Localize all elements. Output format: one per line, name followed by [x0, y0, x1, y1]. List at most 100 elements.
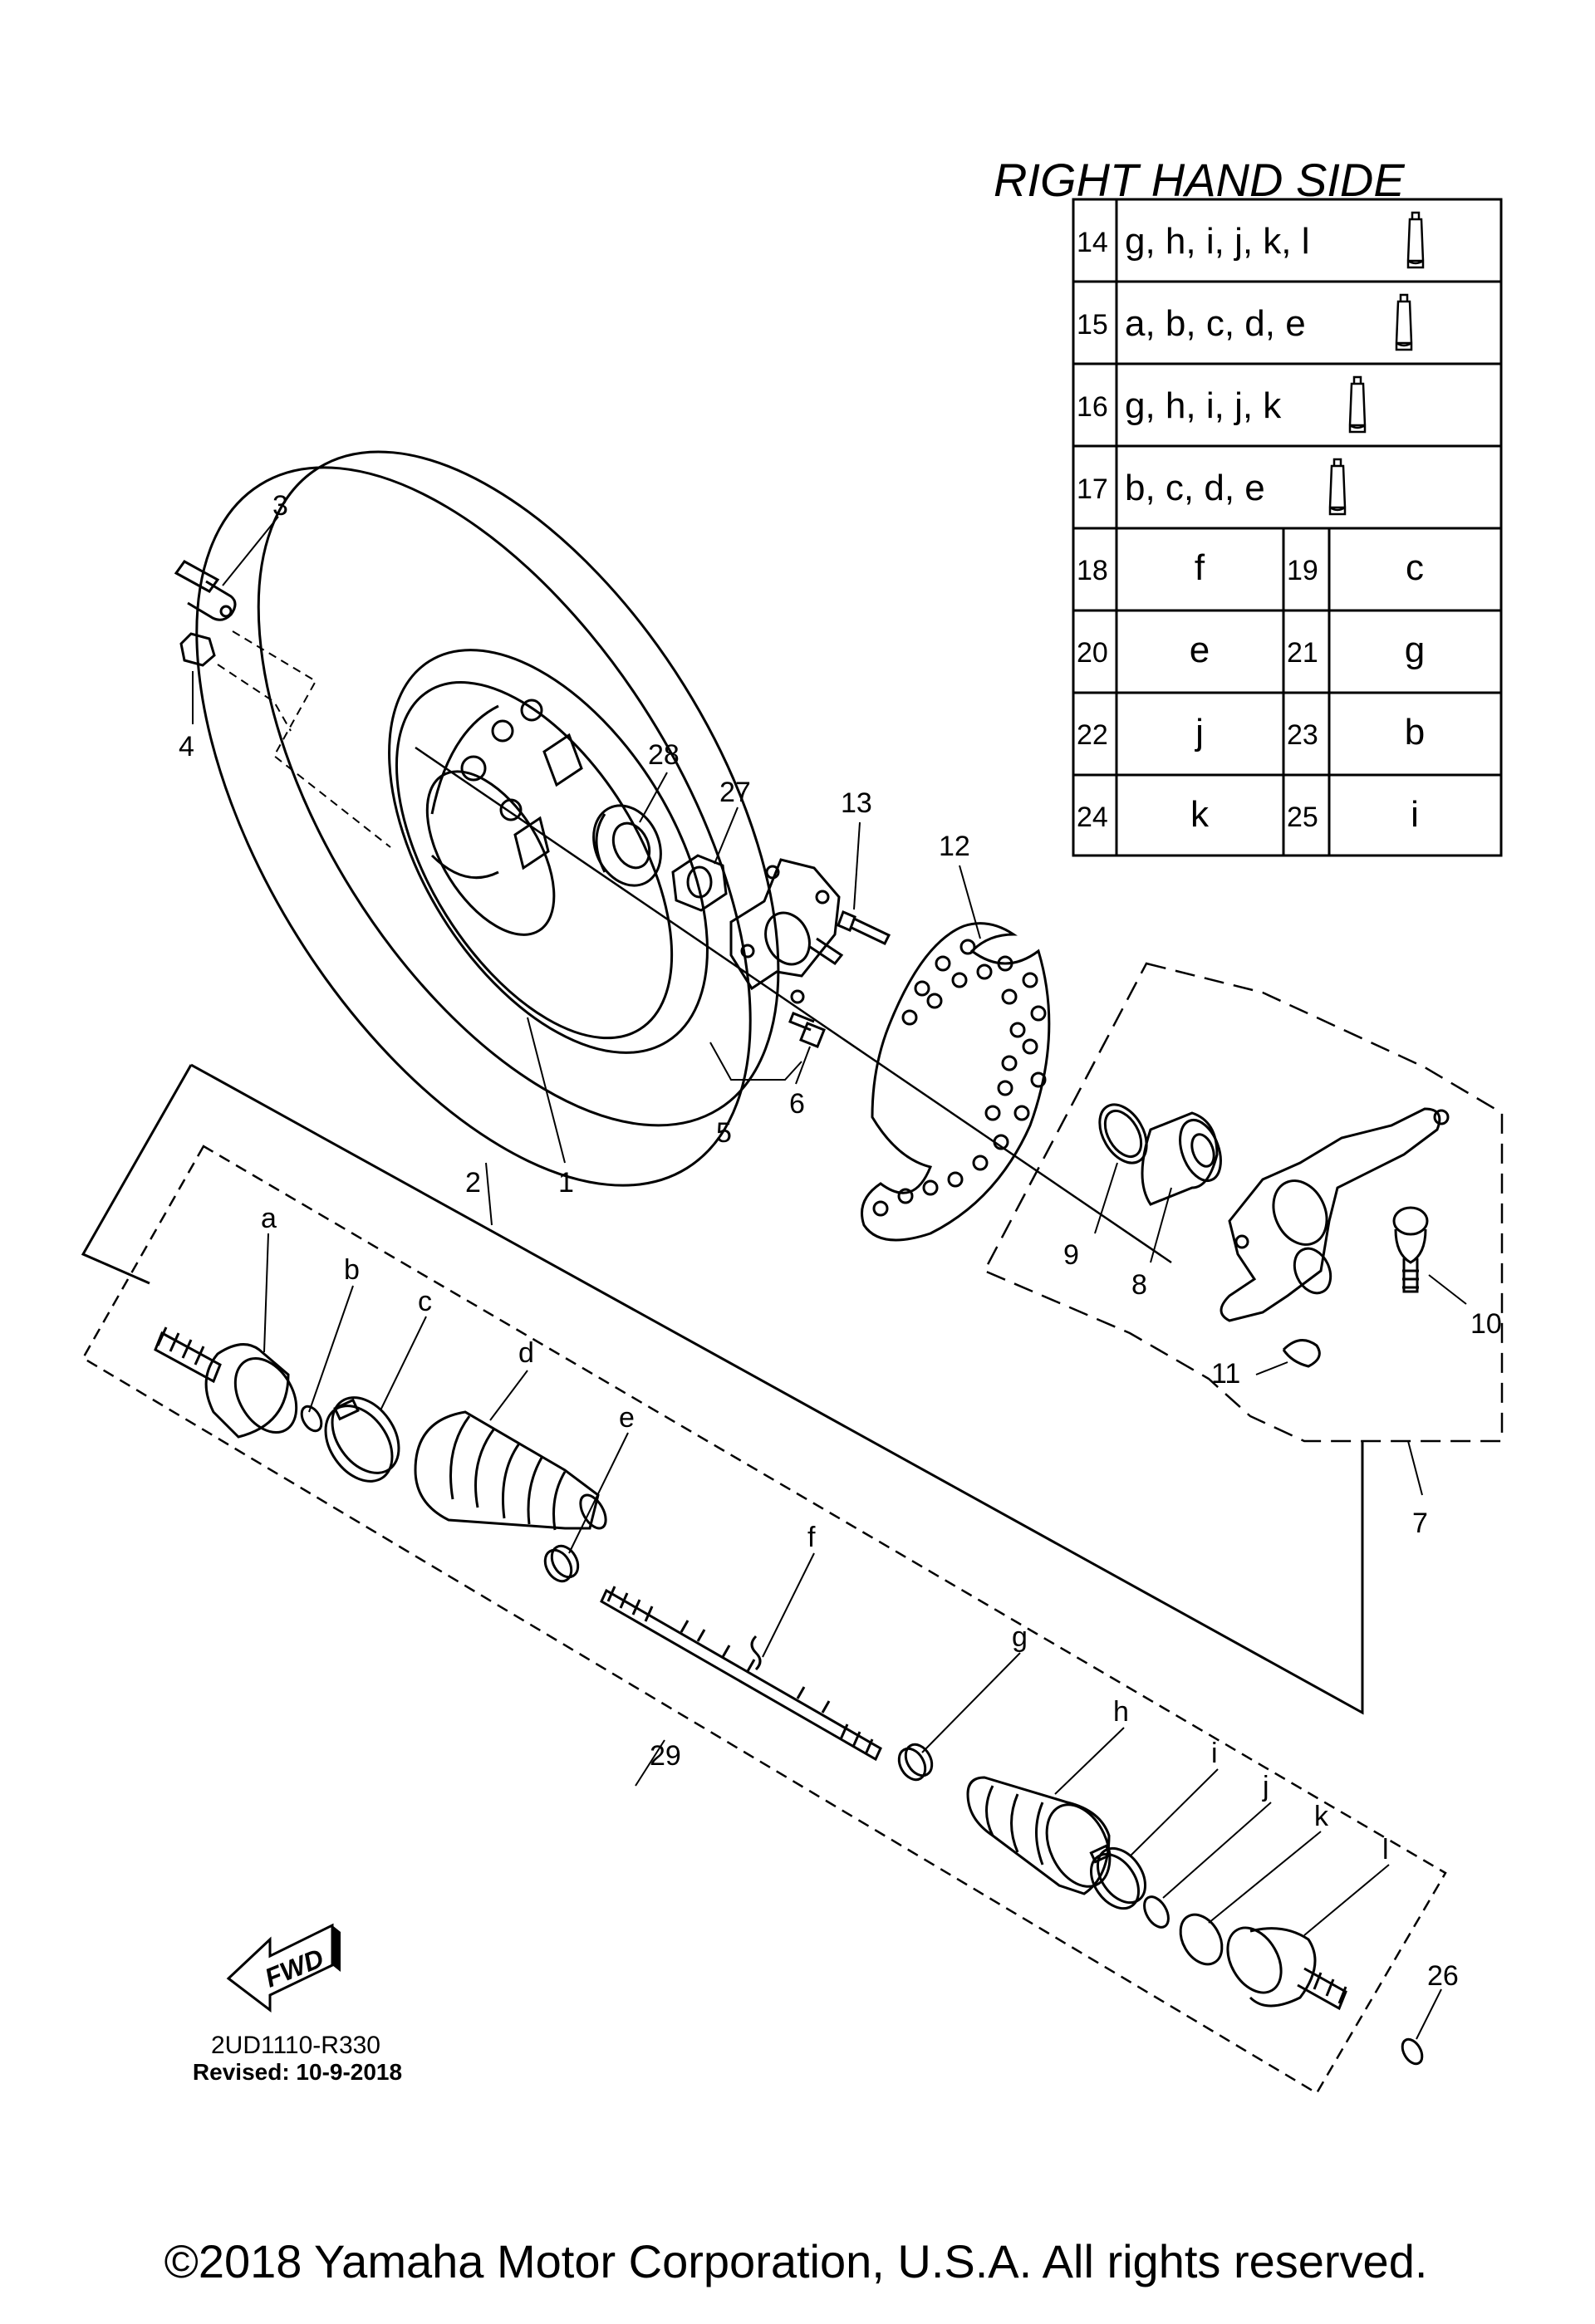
row-number: 21 [1287, 637, 1318, 669]
callout-10: 10 [1470, 1308, 1502, 1340]
callout-12: 12 [939, 831, 970, 862]
callout-h: h [1113, 1696, 1129, 1728]
drive-shaft-assembly-outline [81, 1063, 1364, 1715]
callout-c: c [418, 1286, 432, 1317]
callout-labels: 3 4 28 27 13 12 6 5 2 1 9 8 10 11 7 29 2… [179, 490, 1502, 1992]
row-number: 19 [1287, 555, 1318, 586]
row-value: b [1405, 712, 1425, 753]
callout-1: 1 [558, 1167, 574, 1199]
table-row: 20 e 21 g [1077, 630, 1425, 670]
row-value: i [1411, 794, 1419, 835]
table-row: 22 j 23 b [1077, 712, 1425, 753]
callout-g: g [1012, 1621, 1028, 1653]
row-items: b, c, d, e [1125, 468, 1265, 508]
leader-lines [192, 516, 1467, 2040]
valve-guide-lines [217, 630, 391, 848]
row-value: k [1190, 794, 1210, 835]
callout-2: 2 [465, 1167, 481, 1199]
axle-shaft-f-part [600, 1586, 882, 1762]
callout-f: f [807, 1522, 816, 1553]
valve-nut-part [179, 632, 216, 667]
callout-i: i [1211, 1738, 1218, 1769]
callout-j: j [1262, 1771, 1269, 1802]
drive-shaft-group-boundary [81, 1145, 1447, 2095]
grease-tube-icon [1406, 211, 1425, 269]
row-number: 16 [1077, 391, 1108, 423]
callout-29: 29 [650, 1740, 681, 1772]
row-number: 22 [1077, 719, 1108, 751]
callout-a: a [261, 1203, 277, 1234]
cv-joint-outer-part [154, 1326, 298, 1439]
row-value: c [1406, 547, 1424, 588]
callout-3: 3 [272, 490, 288, 522]
grease-tube-icon [1348, 375, 1367, 434]
callout-l: l [1382, 1834, 1389, 1866]
bearing-part [1141, 1111, 1222, 1206]
table-row: 14 g, h, i, j, k, l [1077, 211, 1425, 269]
row-items: g, h, i, j, k [1125, 385, 1282, 426]
copyright-notice: ©2018 Yamaha Motor Corporation, U.S.A. A… [164, 2235, 1428, 2287]
tire-illustration [195, 450, 780, 1187]
callout-13: 13 [841, 787, 872, 819]
boot-band-i-part [1089, 1844, 1147, 1910]
ball-joint-part [1392, 1206, 1429, 1293]
grease-tube-icon [1395, 293, 1413, 351]
table-row: 24 k 25 i [1077, 794, 1419, 835]
axle-center-line [415, 746, 1172, 1264]
boot-band-g-part [897, 1743, 934, 1782]
row-items: a, b, c, d, e [1125, 303, 1306, 344]
hub-bolt-part [788, 1012, 826, 1048]
right-hand-side-table: RIGHT HAND SIDE 14 g, h, i, j, k, l 15 a… [994, 154, 1503, 857]
fwd-arrow-icon: FWD [226, 1923, 341, 2013]
row-number: 14 [1077, 227, 1108, 258]
table-row: 16 g, h, i, j, k [1077, 375, 1367, 434]
boot-band-c-part [324, 1396, 400, 1483]
row-number: 17 [1077, 473, 1108, 505]
table-row: 18 f 19 c [1077, 547, 1424, 588]
callout-7: 7 [1412, 1508, 1428, 1539]
wheel-rim-illustration [388, 649, 709, 1054]
cv-joint-inner-part [1226, 1926, 1347, 2011]
callout-11: 11 [1211, 1358, 1240, 1390]
callout-27: 27 [719, 777, 751, 808]
row-value: f [1195, 547, 1205, 588]
wheel-hub-part [729, 858, 844, 1004]
table-row: 17 b, c, d, e [1077, 458, 1347, 516]
table-title: RIGHT HAND SIDE [994, 154, 1405, 206]
spacer-collar-part [592, 804, 662, 887]
brake-disc-part [861, 922, 1051, 1242]
retaining-clip-part [1282, 1339, 1321, 1368]
cv-boot-d-part [414, 1410, 607, 1531]
table-row: 15 a, b, c, d, e [1077, 293, 1413, 351]
grease-tube-icon [1328, 458, 1347, 516]
circlip-26-part [1401, 2037, 1424, 2066]
diagram-code: 2UD1110-R330 [211, 2032, 380, 2059]
cv-boot-h-part [966, 1776, 1112, 1895]
row-items: g, h, i, j, k, l [1125, 221, 1310, 262]
axle-nut-part [671, 854, 728, 912]
callout-4: 4 [179, 731, 194, 762]
circlip-j-part [1143, 1895, 1170, 1929]
boot-band-e-part [543, 1544, 580, 1583]
callout-d: d [518, 1337, 534, 1369]
row-number: 15 [1077, 309, 1108, 341]
row-number: 24 [1077, 802, 1108, 833]
row-number: 20 [1077, 637, 1108, 669]
circlip-b-part [300, 1405, 323, 1433]
steering-knuckle-part [1220, 1107, 1450, 1322]
row-number: 25 [1287, 802, 1318, 833]
callout-8: 8 [1131, 1269, 1147, 1301]
circlip-part [1098, 1103, 1148, 1164]
knuckle-group-boundary [983, 962, 1504, 1443]
callout-k: k [1314, 1801, 1329, 1832]
washer-k-part [1179, 1913, 1224, 1966]
row-value: e [1190, 630, 1210, 670]
callout-6: 6 [789, 1088, 805, 1120]
callout-28: 28 [648, 739, 680, 771]
disc-bolt-part [837, 910, 891, 945]
valve-stem-part [174, 560, 237, 621]
row-value: j [1194, 712, 1204, 753]
row-value: g [1405, 630, 1425, 670]
row-number: 23 [1287, 719, 1318, 751]
